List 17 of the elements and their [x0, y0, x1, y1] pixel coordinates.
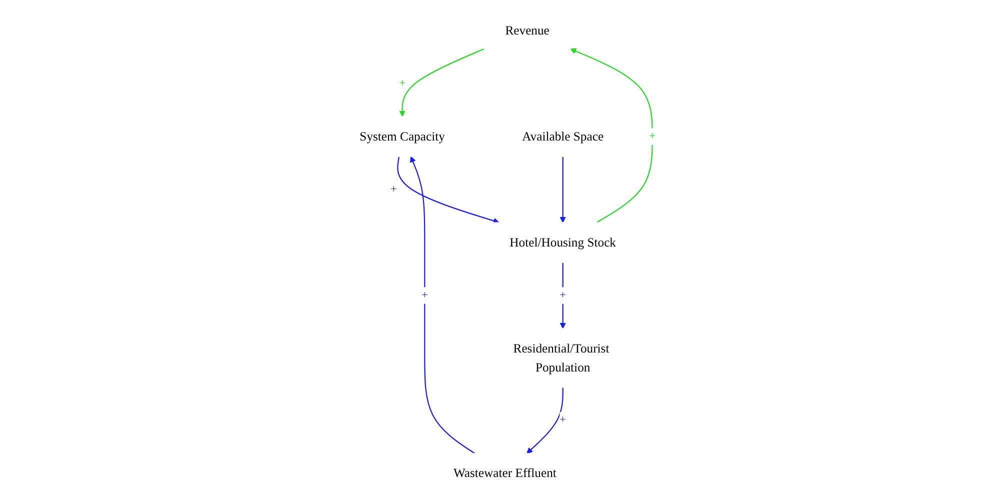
node-text: Residential/Tourist Population: [514, 341, 610, 374]
arrow: [560, 156, 566, 223]
edge-label: +: [650, 130, 656, 142]
node-text: Wastewater Effluent: [454, 466, 557, 480]
arrow: [397, 156, 500, 224]
arrow: [570, 48, 654, 223]
node-text: Revenue: [506, 23, 550, 38]
edge-label: +: [560, 414, 566, 426]
arrow: [410, 156, 476, 454]
node-text: Available Space: [522, 129, 604, 144]
edge-label: +: [560, 289, 566, 302]
arrow: [526, 387, 564, 454]
edge-label: +: [390, 183, 398, 196]
edge-label: +: [422, 289, 428, 302]
node-text: Hotel/Housing Stock: [510, 235, 616, 250]
edge-label: +: [400, 77, 406, 90]
node-text: System Capacity: [360, 129, 446, 144]
